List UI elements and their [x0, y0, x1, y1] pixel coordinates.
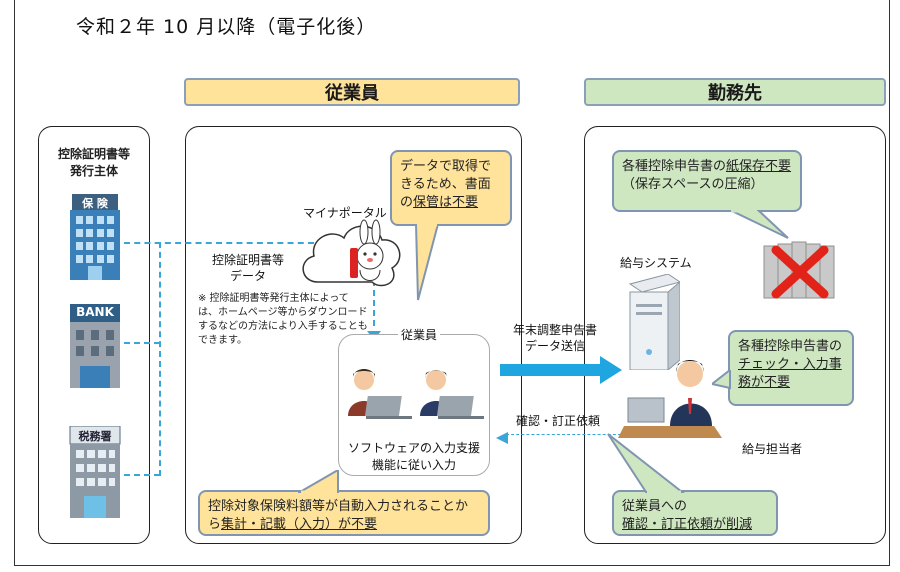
bank-building-icon — [66, 304, 124, 388]
flow-to-employer-arrow — [500, 356, 622, 388]
bubble-no-storage: データで取得できるため、書面の保管は不要 — [390, 150, 512, 226]
employee-header: 従業員 — [184, 78, 520, 106]
bubble-no-paper-tail — [729, 209, 790, 244]
flow-to-employer-label: 年末調整申告書 データ送信 — [512, 323, 597, 353]
bubble-no-paper: 各種控除申告書の紙保存不要 （保存スペースの圧縮） — [612, 150, 802, 212]
outer-frame — [14, 0, 890, 566]
connector-tax — [124, 474, 160, 476]
bubble-no-paper-underlined: 紙保存不要 — [726, 159, 792, 174]
bubble-no-paper-text: 各種控除申告書の — [622, 159, 727, 174]
cert-data-label: 控除証明書等 データ — [211, 253, 284, 283]
connector-bank — [124, 342, 160, 344]
bubble-auto-input: 控除対象保険料額等が自動入力されることから集計・記載（入力）が不要 — [198, 490, 490, 536]
system-label: 給与システム — [620, 256, 692, 270]
server-icon — [622, 273, 682, 372]
bubble-fewer-requests-underlined: 確認・訂正依頼が削減 — [622, 517, 753, 532]
bubble-no-check-text: 各種控除申告書の — [738, 339, 843, 354]
tax-office-building-icon — [66, 425, 124, 518]
bank-sign: BANK — [76, 305, 114, 319]
connector-trunk — [159, 242, 161, 476]
payroll-staff-icon — [618, 352, 724, 444]
employees-at-laptops-icon — [344, 366, 484, 426]
download-note: ※ 控除証明書等発行主体によっては、ホームページ等からダウンロードするなどの方法… — [198, 293, 368, 346]
connector-down — [373, 280, 375, 326]
flow-to-employee-line — [506, 434, 626, 435]
bubble-no-check-tail — [709, 367, 732, 394]
connector-insurance — [124, 242, 314, 244]
flow-to-employee-label: 確認・訂正依頼 — [515, 414, 600, 428]
bubble-fewer-requests-tail — [606, 432, 686, 498]
employee-label: 従業員 — [398, 326, 441, 343]
tax-office-sign: 税務署 — [78, 430, 112, 443]
flow-to-employee-arrowhead — [496, 429, 508, 448]
bubble-no-storage-text: データで取得できるため、書面の — [400, 159, 492, 210]
bubble-auto-input-text: 控除対象保険料額等が自動入力されることから — [208, 499, 469, 532]
portal-cloud-icon — [296, 214, 408, 294]
issuers-heading: 控除証明書等 発行主体 — [57, 147, 130, 178]
page-title: 令和２年 10 月以降（電子化後） — [76, 16, 377, 38]
employer-header: 勤務先 — [584, 78, 886, 106]
bubble-fewer-requests: 従業員への確認・訂正依頼が削減 — [612, 490, 778, 536]
bubble-no-check-underlined: チェック・入力事務が不要 — [738, 357, 842, 390]
software-label: ソフトウェアの入力支援 機能に従い入力 — [347, 441, 480, 472]
paper-binders-crossed-icon — [762, 236, 838, 302]
bubble-no-storage-underlined: 保管は不要 — [413, 195, 479, 210]
portal-label: マイナポータル — [303, 206, 387, 220]
staff-label: 給与担当者 — [742, 442, 803, 456]
insurance-sign: 保 険 — [82, 197, 108, 210]
bubble-no-storage-tail — [412, 223, 442, 306]
insurance-building-icon — [66, 194, 124, 280]
bubble-fewer-requests-text: 従業員への — [622, 499, 688, 514]
employer-header-label: 勤務先 — [708, 83, 762, 104]
bubble-no-paper-post: （保存スペースの圧縮） — [622, 177, 764, 192]
bubble-auto-input-underlined: 集計・記載（入力）が不要 — [221, 517, 378, 532]
employee-header-label: 従業員 — [325, 83, 379, 104]
bubble-no-check: 各種控除申告書のチェック・入力事務が不要 — [728, 330, 854, 406]
bubble-auto-input-tail — [296, 468, 348, 498]
